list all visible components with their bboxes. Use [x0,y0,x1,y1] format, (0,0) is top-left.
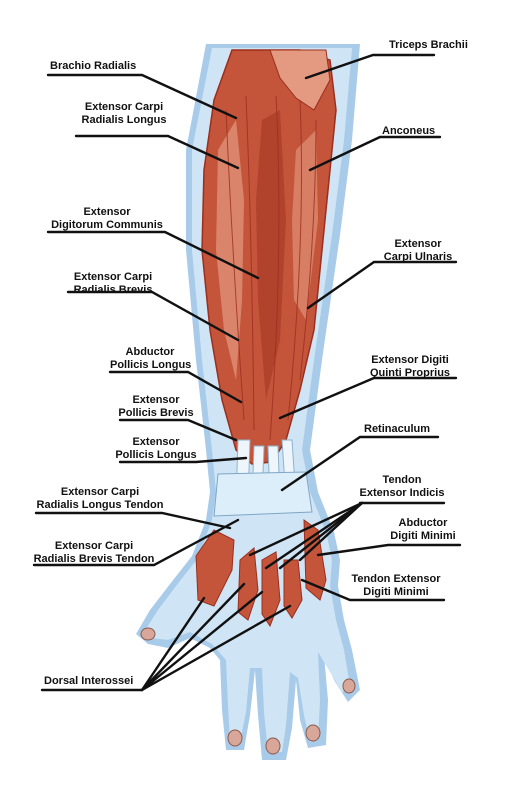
interosseous-muscle [261,551,281,628]
fingernail [342,678,356,694]
label-dorsal-interossei: Dorsal Interossei [44,675,134,687]
label-brachio-radialis: Brachio Radialis [50,60,137,72]
leader-ecu [306,260,458,310]
fingernail [305,724,321,742]
leader-retinaculum [280,435,440,492]
interosseous-muscle [237,546,259,621]
leader-di-1 [140,596,206,692]
muscle-fibers [225,95,317,441]
leader-di-2 [140,582,246,692]
label-anconeus: Anconeus [382,125,436,137]
fingernail [227,729,243,747]
leader-di-4 [140,604,292,692]
interosseous-muscle [283,559,303,619]
leader-epb [118,418,238,442]
leader-anconeus [308,135,442,172]
leader-epl [118,456,248,464]
fingernail [265,737,281,755]
leader-adm [316,543,462,557]
leader-edc [46,230,260,280]
leader-tei-3 [278,501,364,570]
triceps-brachii-muscle [269,49,331,111]
leader-ecrl-tendon [34,511,232,530]
thumb-interosseous-muscle [195,529,235,607]
leader-tei-1 [248,501,364,557]
muscle-highlight [292,130,318,320]
fingernail [140,627,156,641]
leader-ecrb [66,290,240,342]
leader-ecrb-tendon [32,518,240,567]
leader-tedm [300,578,446,602]
leader-apl [108,370,243,404]
leader-tei-4 [298,501,364,562]
label-triceps-brachii: Triceps Brachii [389,39,468,51]
leader-brachio-radialis [46,73,238,120]
leader-edqp [278,376,458,420]
leader-ecrl [74,134,240,170]
leader-tei-2 [264,501,364,570]
leader-triceps-brachii [304,53,436,80]
retinaculum-band [213,471,313,517]
leader-lines [32,53,462,692]
label-retinaculum: Retinaculum [364,423,431,435]
leader-di-3 [140,590,264,692]
